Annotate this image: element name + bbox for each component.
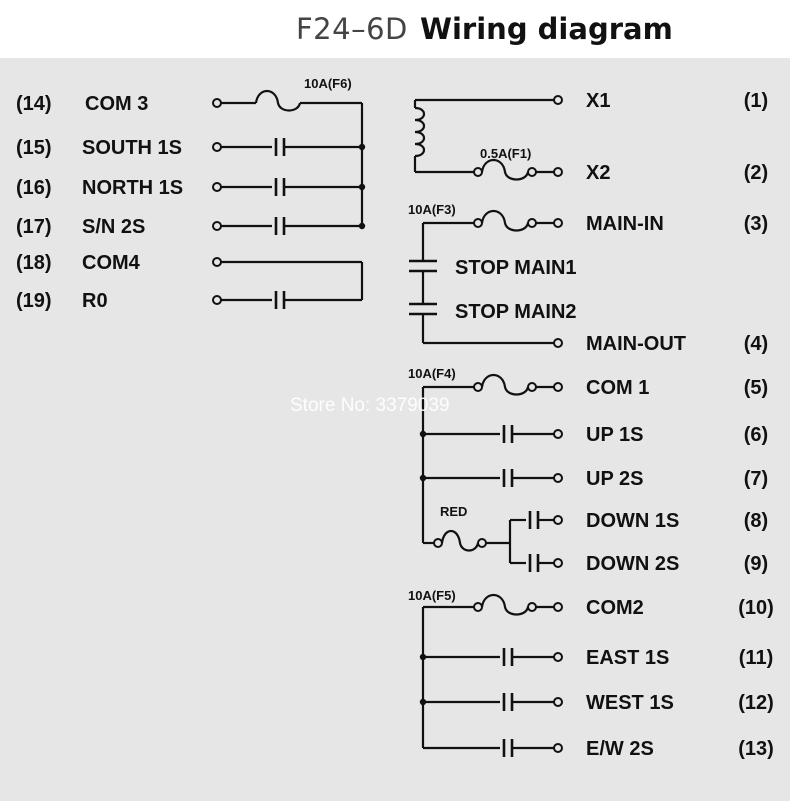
right-terminal-number: (4) <box>744 333 768 355</box>
terminal-com1 <box>553 382 563 392</box>
right-terminal-number: (7) <box>744 468 768 490</box>
right-terminal-label: UP 1S <box>586 424 643 446</box>
left-terminal-number: (19) <box>16 290 52 312</box>
left-terminal-number: (16) <box>16 177 52 199</box>
terminal-main-in <box>553 218 563 228</box>
terminal-right <box>553 652 563 662</box>
fuse-label-f5: 10A(F5) <box>408 588 456 603</box>
left-terminal-label: SOUTH 1S <box>82 137 182 159</box>
left-terminal-label: COM4 <box>82 252 141 274</box>
terminal-left <box>212 142 222 152</box>
terminal-down1s <box>553 515 563 525</box>
fuse-end <box>473 382 483 392</box>
title-bar: F24–6D Wiring diagram <box>0 0 790 58</box>
left-terminal-label: NORTH 1S <box>82 177 183 199</box>
fuse-end <box>473 167 483 177</box>
fuse-symbol <box>480 593 530 616</box>
stop-main1-label: STOP MAIN1 <box>455 257 577 279</box>
right-terminal-label: X1 <box>586 90 610 112</box>
terminal-down2s <box>553 558 563 568</box>
terminal-x1 <box>553 95 563 105</box>
terminal-x2 <box>553 167 563 177</box>
terminal-com2 <box>553 602 563 612</box>
right-terminal-label: WEST 1S <box>586 692 674 714</box>
terminal-left <box>212 221 222 231</box>
red-jumper-end <box>433 538 443 548</box>
left-terminal-number: (18) <box>16 252 52 274</box>
right-terminal-number: (8) <box>744 510 768 532</box>
title-main: Wiring diagram <box>420 12 673 46</box>
terminal-18 <box>212 257 222 267</box>
right-terminal-number: (12) <box>738 692 774 714</box>
right-terminal-label: UP 2S <box>586 468 643 490</box>
right-terminal-number: (13) <box>738 738 774 760</box>
right-terminal-number: (9) <box>744 553 768 575</box>
fuse-end <box>527 167 537 177</box>
terminal-14 <box>212 98 222 108</box>
right-terminal-number: (5) <box>744 377 768 399</box>
terminal-right <box>553 429 563 439</box>
diagram-panel <box>0 58 790 801</box>
left-terminal-label: COM 3 <box>85 93 148 115</box>
right-terminal-number: (10) <box>738 597 774 619</box>
fuse-end <box>527 218 537 228</box>
fuse-label-f6: 10A(F6) <box>304 76 352 91</box>
terminal-right <box>553 743 563 753</box>
fuse-label-f3: 10A(F3) <box>408 202 456 217</box>
fuse-end <box>527 382 537 392</box>
fuse-symbol <box>254 89 302 112</box>
left-terminal-number: (17) <box>16 216 52 238</box>
left-terminal-number: (15) <box>16 137 52 159</box>
fuse-symbol <box>480 209 530 232</box>
watermark-text: Store No: 3379039 <box>290 395 450 416</box>
right-terminal-label: MAIN-OUT <box>586 333 686 355</box>
fuse-symbol <box>480 373 530 396</box>
fuse-label-f4: 10A(F4) <box>408 366 456 381</box>
right-terminal-label: COM 1 <box>586 377 649 399</box>
fuse-end <box>473 218 483 228</box>
terminal-right <box>553 473 563 483</box>
fuse-end <box>473 602 483 612</box>
right-terminal-number: (2) <box>744 162 768 184</box>
terminal-left <box>212 182 222 192</box>
terminal-right <box>553 697 563 707</box>
right-terminal-label: COM2 <box>586 597 644 619</box>
left-terminal-number: (14) <box>16 93 52 115</box>
fuse-label-f1: 0.5A(F1) <box>480 146 531 161</box>
stop-main2-label: STOP MAIN2 <box>455 301 577 323</box>
right-terminal-label: DOWN 2S <box>586 553 679 575</box>
right-terminal-label: E/W 2S <box>586 738 654 760</box>
right-terminal-number: (3) <box>744 213 768 235</box>
left-terminal-label: S/N 2S <box>82 216 145 238</box>
right-terminal-label: MAIN-IN <box>586 213 664 235</box>
coil-symbol <box>414 106 426 158</box>
right-terminal-label: X2 <box>586 162 610 184</box>
terminal-19 <box>212 295 222 305</box>
terminal-main-out <box>553 338 563 348</box>
fuse-symbol <box>480 158 530 181</box>
left-terminal-label: R0 <box>82 290 108 312</box>
fuse-symbol <box>440 529 480 552</box>
fuse-end <box>527 602 537 612</box>
right-terminal-label: EAST 1S <box>586 647 669 669</box>
right-terminal-label: DOWN 1S <box>586 510 679 532</box>
red-label: RED <box>440 504 467 519</box>
right-terminal-number: (6) <box>744 424 768 446</box>
right-terminal-number: (1) <box>744 90 768 112</box>
red-jumper-end <box>477 538 487 548</box>
right-terminal-number: (11) <box>739 647 773 669</box>
title-model: F24–6D <box>296 12 408 46</box>
